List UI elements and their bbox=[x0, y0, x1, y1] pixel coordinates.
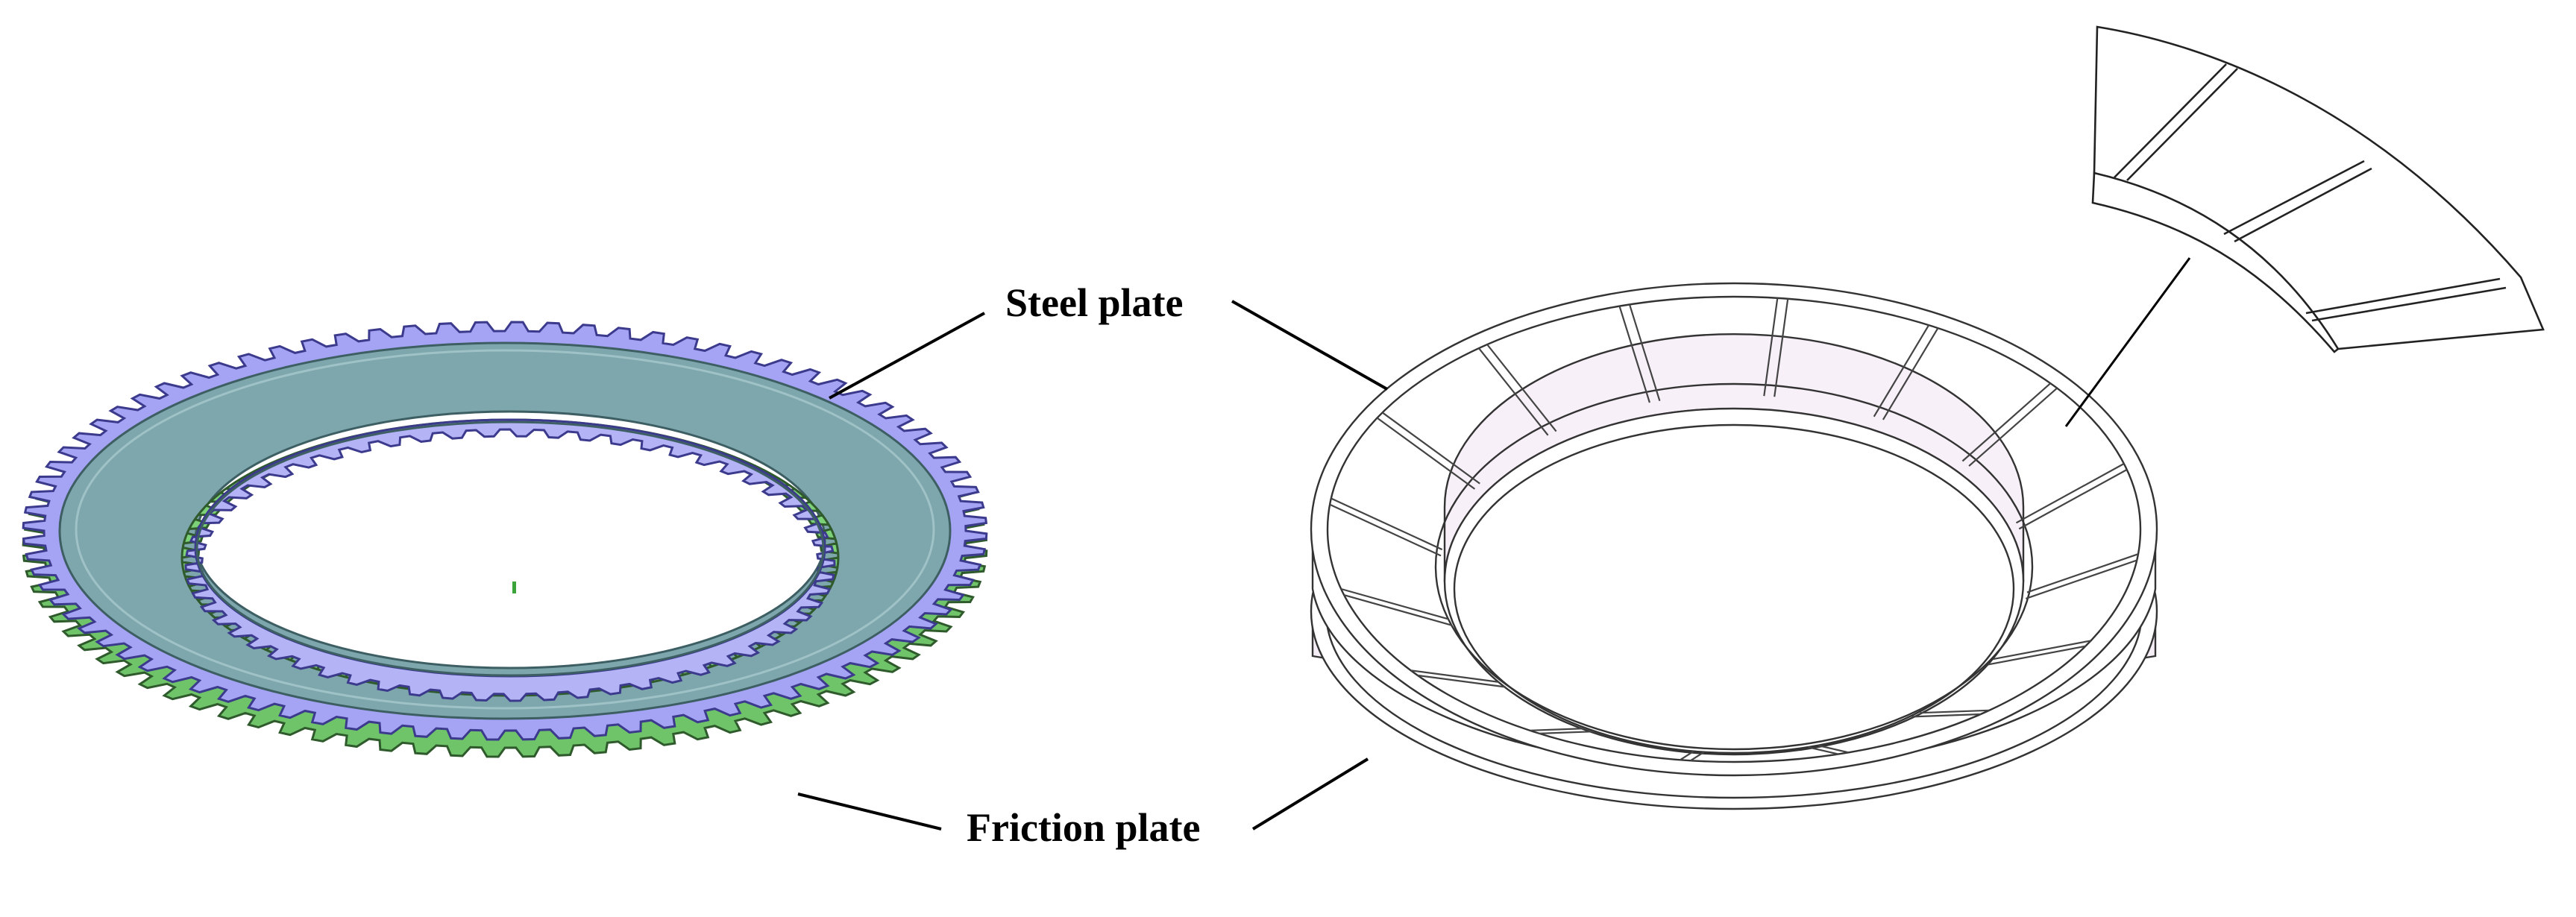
ring-groove-line bbox=[1381, 412, 1480, 485]
ring-groove-line bbox=[1341, 587, 1449, 620]
toothed-plate-assembly bbox=[22, 321, 988, 758]
segment-face bbox=[2093, 25, 2545, 350]
ring-groove-line bbox=[1961, 382, 2052, 462]
steel-leader-right bbox=[1231, 300, 1388, 391]
ring-groove-line bbox=[1539, 731, 1595, 734]
ring-groove-line bbox=[1882, 327, 1939, 420]
ring-groove-line bbox=[2018, 469, 2128, 530]
ring-groove-line bbox=[1530, 728, 1586, 731]
bore-top-outer bbox=[1434, 382, 2034, 751]
ring-groove-line bbox=[1920, 709, 1990, 714]
ring-groove-line bbox=[2015, 462, 2125, 524]
center-mark bbox=[512, 582, 516, 593]
friction-leader-right bbox=[1251, 757, 1369, 831]
inner-hole-edge bbox=[195, 420, 825, 677]
ring-groove-line bbox=[1873, 324, 1930, 417]
ring-groove-line bbox=[1988, 645, 2086, 666]
ring-groove-line bbox=[1763, 297, 1779, 397]
ring-groove-line bbox=[1680, 750, 1694, 761]
ring-groove-line bbox=[2025, 559, 2137, 599]
ring-groove-line bbox=[1376, 417, 1476, 490]
ring-groove-line bbox=[1774, 298, 1789, 397]
leader-lines bbox=[797, 257, 2191, 831]
friction-plate-label: Friction plate bbox=[967, 805, 1200, 850]
ring-groove-line bbox=[1478, 347, 1549, 436]
ring-groove-line bbox=[1329, 503, 1442, 557]
ring-groove-line bbox=[1968, 387, 2058, 467]
detail-leader bbox=[2064, 257, 2191, 427]
grooved-friction-ring bbox=[1310, 282, 2158, 810]
ring-groove-line bbox=[1690, 751, 1705, 762]
enlarged-segment-detail bbox=[2091, 25, 2545, 353]
ring-groove-line bbox=[1993, 640, 2091, 661]
ring-groove-line bbox=[1911, 713, 1982, 718]
segment-groove-2 bbox=[2223, 160, 2372, 243]
bore-top bbox=[1443, 407, 2025, 756]
ring-groove-line bbox=[2026, 553, 2139, 593]
ring-groove-line bbox=[1343, 594, 1452, 626]
ring-groove-line bbox=[1628, 304, 1661, 402]
ring-groove-line bbox=[1818, 744, 1849, 754]
face-rim-line bbox=[75, 349, 935, 710]
bore-inner-rim bbox=[1453, 423, 2015, 754]
segment-side bbox=[2091, 171, 2340, 353]
steel-plate-label: Steel plate bbox=[1005, 280, 1183, 325]
segment-groove-1 bbox=[2114, 63, 2238, 181]
ring-groove-line bbox=[1618, 306, 1650, 403]
segment-groove-3 bbox=[2305, 277, 2507, 322]
ring-groove-line bbox=[1410, 669, 1500, 683]
upper-plate-rim bbox=[1326, 295, 2142, 763]
radial-grooves bbox=[1329, 297, 2139, 762]
ring-groove-line bbox=[1417, 674, 1506, 688]
steel-leader-left bbox=[829, 312, 985, 400]
ring-groove-line bbox=[1486, 344, 1557, 432]
ring-groove-line bbox=[1331, 497, 1443, 551]
ring-groove-line bbox=[1808, 746, 1839, 755]
friction-leader-left bbox=[797, 792, 942, 831]
